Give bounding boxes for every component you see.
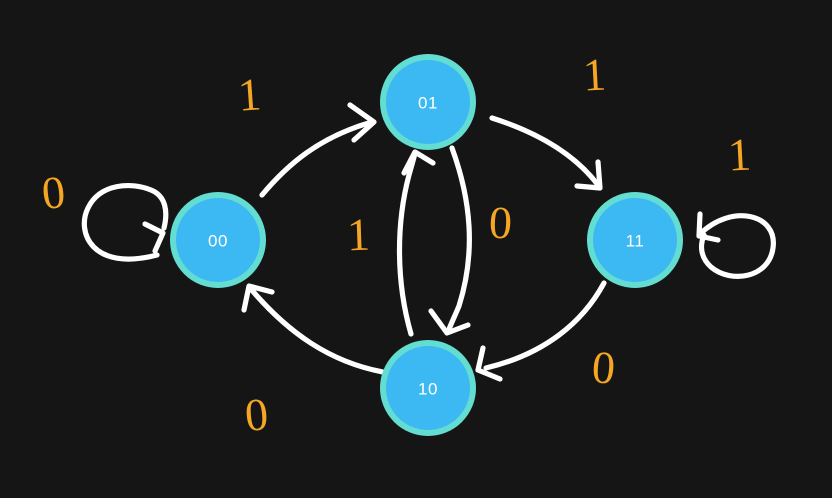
edge-11-to-10[interactable] (475, 280, 607, 382)
edge-label-11-self: 1 (726, 128, 753, 181)
edge-10-to-01[interactable] (396, 149, 436, 337)
edge-10-to-01-arrowhead (401, 149, 436, 176)
nodes-layer: 00 01 11 10 (170, 54, 683, 436)
edge-10-to-00-path (247, 285, 386, 375)
edge-label-10-to-01: 1 (346, 208, 371, 261)
edge-01-to-11[interactable] (489, 115, 603, 191)
edge-01-to-11-arrowhead (574, 159, 603, 191)
edge-00-self-arrowhead (142, 221, 166, 254)
node-11[interactable]: 11 (587, 192, 683, 288)
node-00-circle (170, 192, 266, 288)
edge-11-to-10-path (483, 280, 607, 371)
edge-label-10-to-00: 0 (242, 388, 271, 441)
edge-01-to-10-arrowhead (428, 308, 471, 336)
edge-label-01-to-10: 0 (488, 196, 513, 249)
edge-00-self-path (81, 182, 169, 262)
edge-00-to-01-arrowhead (347, 102, 377, 143)
node-11-circle (587, 192, 683, 288)
edge-label-00-self: 0 (39, 165, 68, 220)
edge-11-self-path (697, 213, 776, 279)
edge-label-00-to-01: 1 (236, 68, 263, 121)
edge-01-to-10[interactable] (428, 145, 472, 336)
node-01[interactable]: 01 (380, 54, 476, 150)
edge-11-self[interactable] (696, 211, 776, 279)
edge-11-self-arrowhead (696, 211, 721, 243)
edges-layer (81, 102, 776, 382)
node-00[interactable]: 00 (170, 192, 266, 288)
edge-01-to-10-path (445, 145, 472, 335)
edge-00-self[interactable] (81, 182, 169, 262)
edge-00-to-01[interactable] (259, 102, 377, 198)
node-10-circle (380, 340, 476, 436)
edge-label-01-to-11: 1 (581, 48, 608, 101)
edge-10-to-01-path (396, 150, 418, 337)
edge-11-to-10-arrowhead (475, 345, 503, 382)
edge-10-to-00[interactable] (241, 283, 386, 375)
edge-00-to-01-path (259, 119, 375, 198)
edge-10-to-00-arrowhead (241, 283, 275, 313)
edge-01-to-11-path (489, 115, 601, 188)
edge-label-11-to-10: 0 (590, 341, 617, 394)
node-10[interactable]: 10 (380, 340, 476, 436)
node-01-circle (380, 54, 476, 150)
